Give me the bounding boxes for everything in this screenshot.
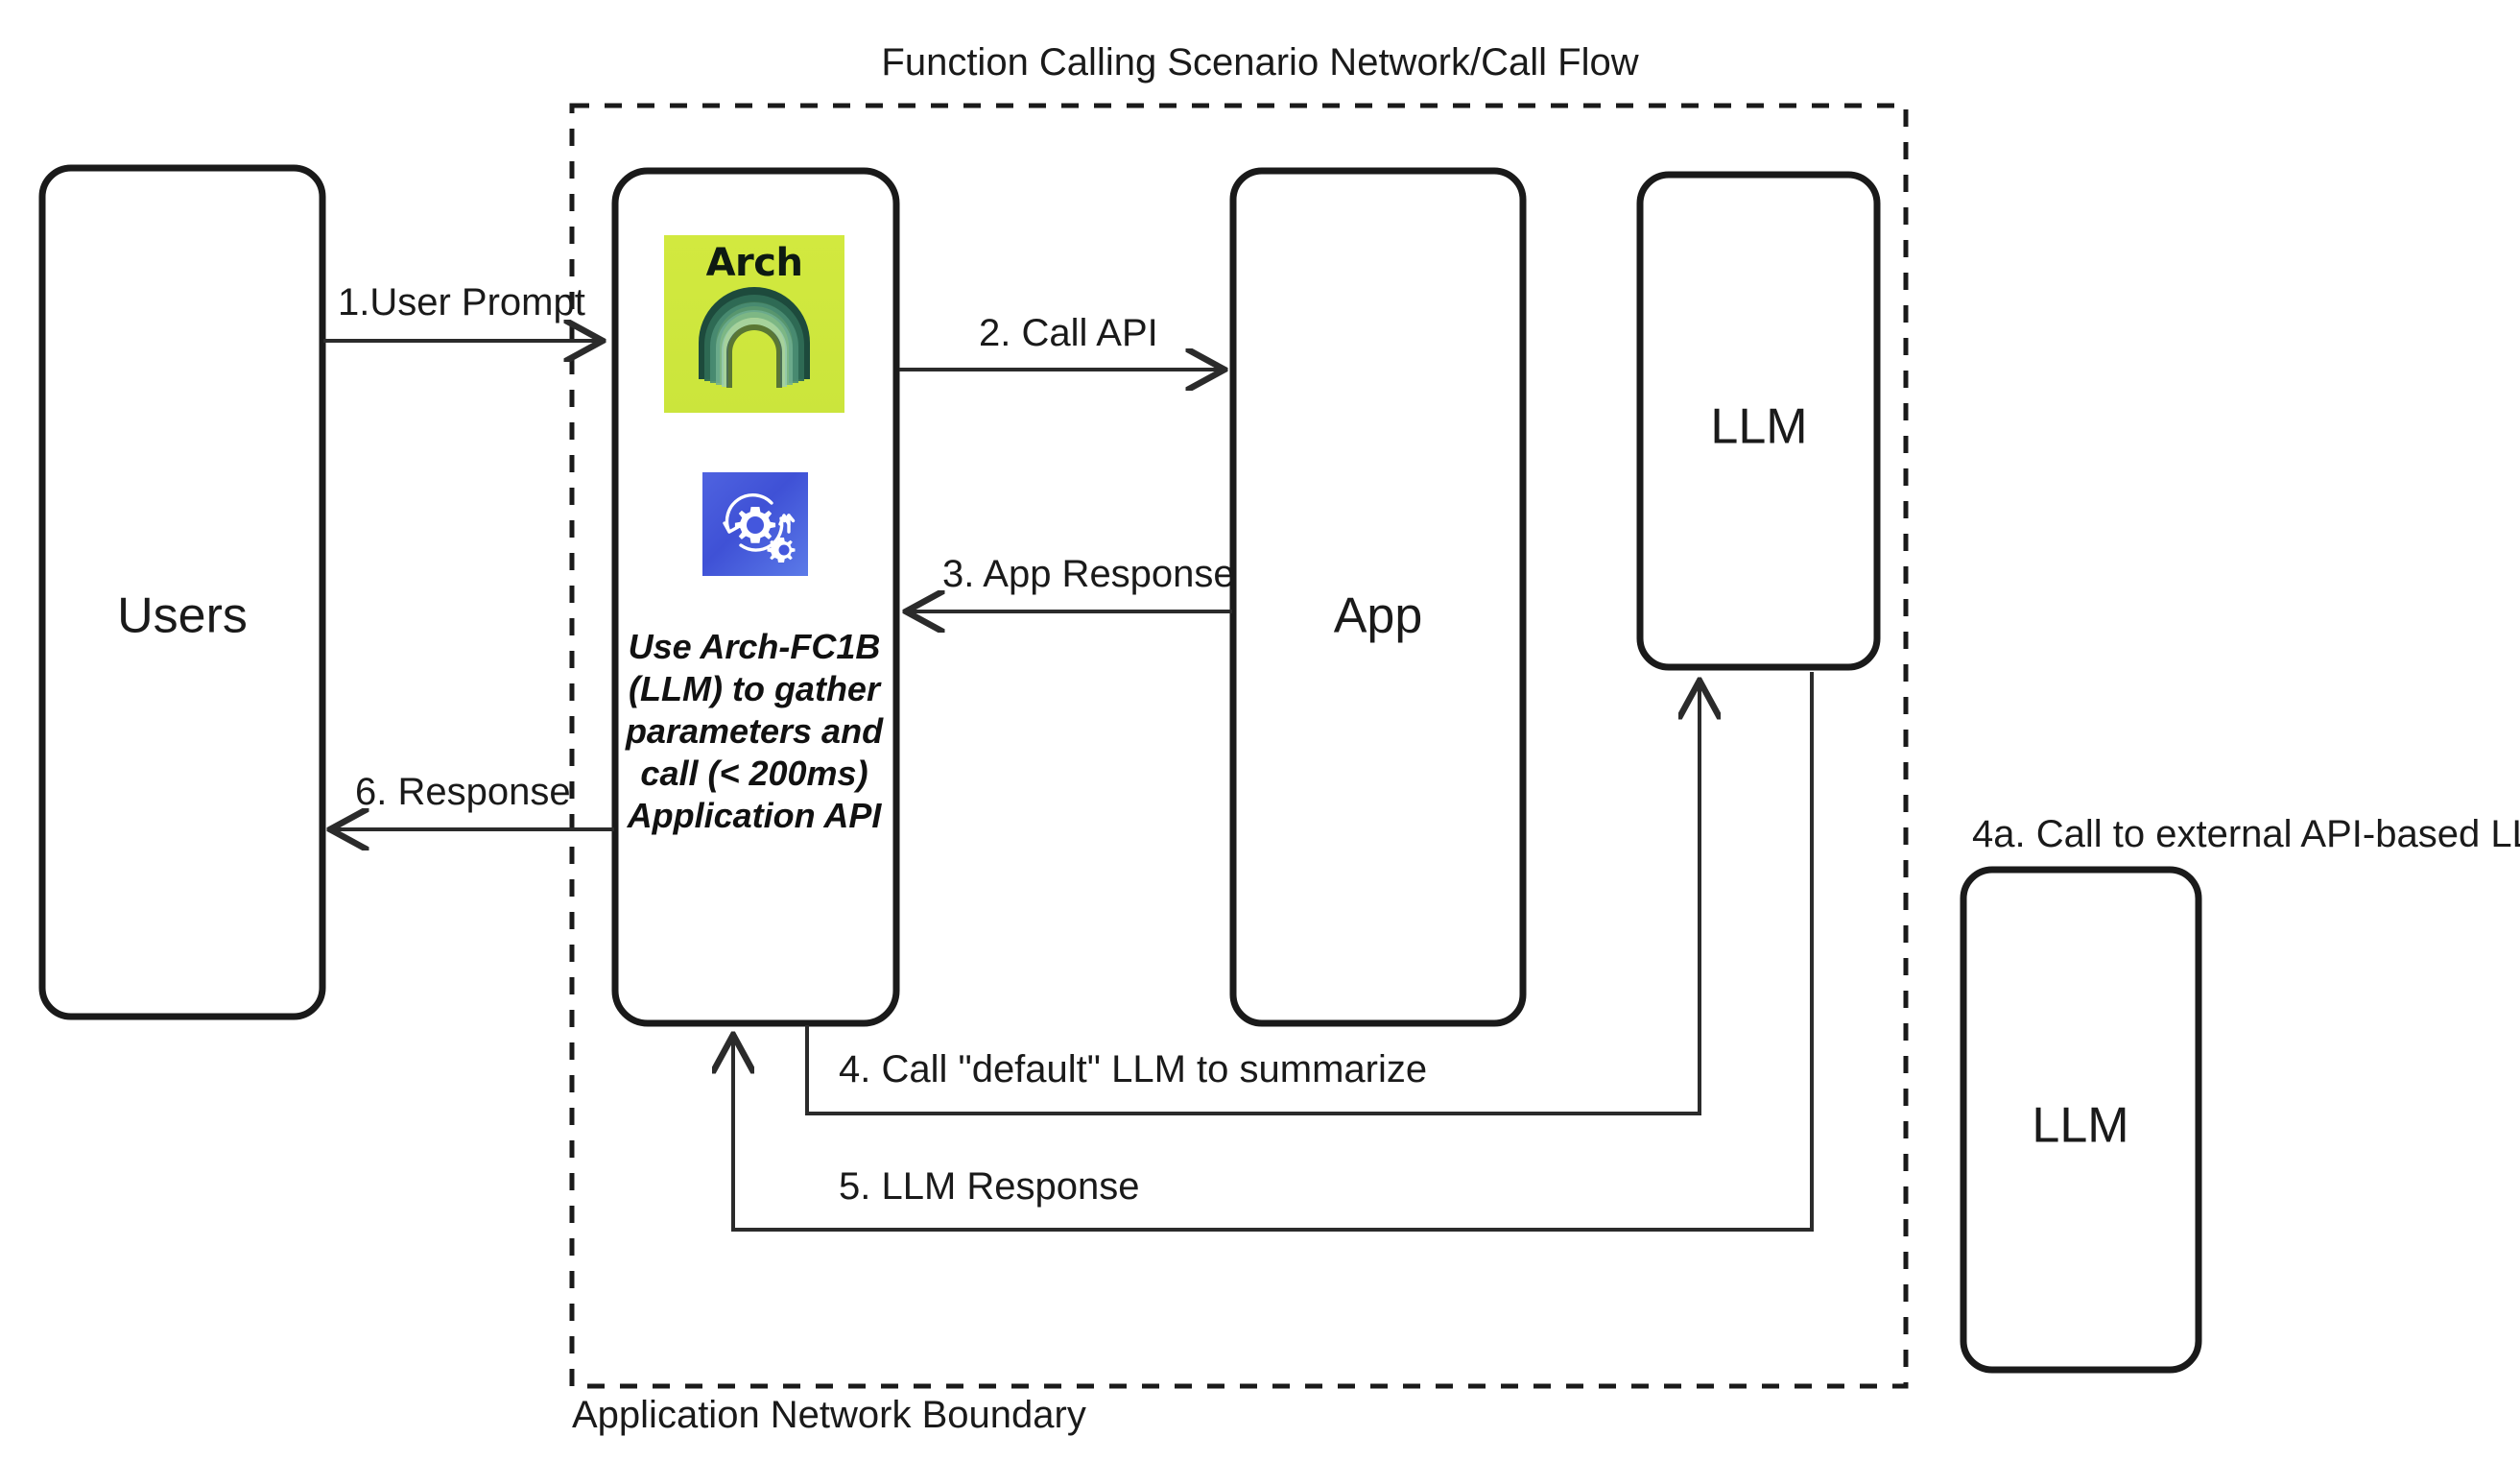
node-llm-external[interactable] <box>1960 866 2202 1374</box>
node-llm-internal[interactable] <box>1636 171 1881 671</box>
arch-logo-glyph <box>699 287 810 388</box>
node-app-label: App <box>1334 588 1423 644</box>
connector-llm-response <box>733 672 1814 1232</box>
node-llm-external-label: LLM <box>2032 1098 2128 1154</box>
arch-gateway-logo: Arch <box>664 235 844 413</box>
arch-node-note: Use Arch-FC1B (LLM) to gather parameters… <box>624 626 885 837</box>
flow-label-2: 2. Call API <box>979 312 1158 354</box>
flow-label-5: 5. LLM Response <box>839 1165 1140 1208</box>
node-app[interactable] <box>1229 167 1527 1027</box>
node-users[interactable] <box>38 164 326 1020</box>
flow-label-1: 1.User Prompt <box>338 281 585 323</box>
node-users-label: Users <box>117 588 248 644</box>
flow-label-6: 6. Response <box>355 771 571 813</box>
flow-label-4: 4. Call "default" LLM to summarize <box>839 1048 1427 1090</box>
arch-note-text: Use Arch-FC1B (LLM) to gather parameters… <box>625 627 884 835</box>
gears-refresh-glyph <box>723 493 796 563</box>
node-llm-internal-label: LLM <box>1710 399 1807 455</box>
diagram-title: Function Calling Scenario Network/Call F… <box>881 41 1638 84</box>
function-calling-gears-icon <box>702 472 808 576</box>
boundary-label: Application Network Boundary <box>572 1394 1086 1436</box>
application-network-boundary <box>569 103 1909 1389</box>
connector-call-default-llm <box>805 681 1700 1115</box>
arch-logo-wordmark: Arch <box>705 241 803 285</box>
flow-label-3: 3. App Response <box>942 553 1235 595</box>
flow-label-4a: 4a. Call to external API-based LLM <box>1972 813 2520 855</box>
